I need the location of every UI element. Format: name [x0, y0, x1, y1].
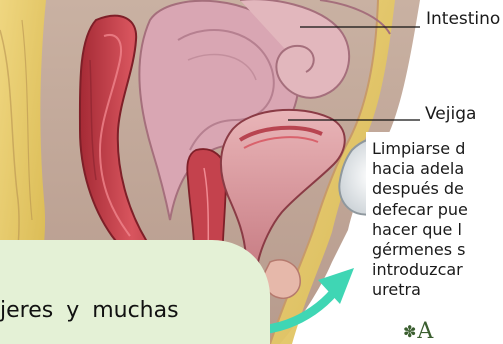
overlay-panel [0, 240, 270, 344]
caption-line: introduzcar [372, 260, 468, 280]
caption-line: hacer que l [372, 220, 468, 240]
caption-line: hacia adela [372, 159, 468, 179]
caption-text: Limpiarse d hacia adela después de defec… [372, 139, 468, 301]
logo-text: A [417, 319, 433, 344]
label-intestino: Intestino [426, 9, 500, 29]
caption-line: defecar pue [372, 200, 468, 220]
caption-line: después de [372, 179, 468, 199]
adam-logo: ✽ A [403, 319, 433, 344]
logo-figure-icon: ✽ [403, 322, 416, 341]
overlay-body-text: jeres y muchas [0, 298, 179, 323]
caption-line: uretra [372, 280, 468, 300]
caption-line: Limpiarse d [372, 139, 468, 159]
caption-line: gérmenes s [372, 240, 468, 260]
label-vejiga: Vejiga [425, 104, 476, 124]
